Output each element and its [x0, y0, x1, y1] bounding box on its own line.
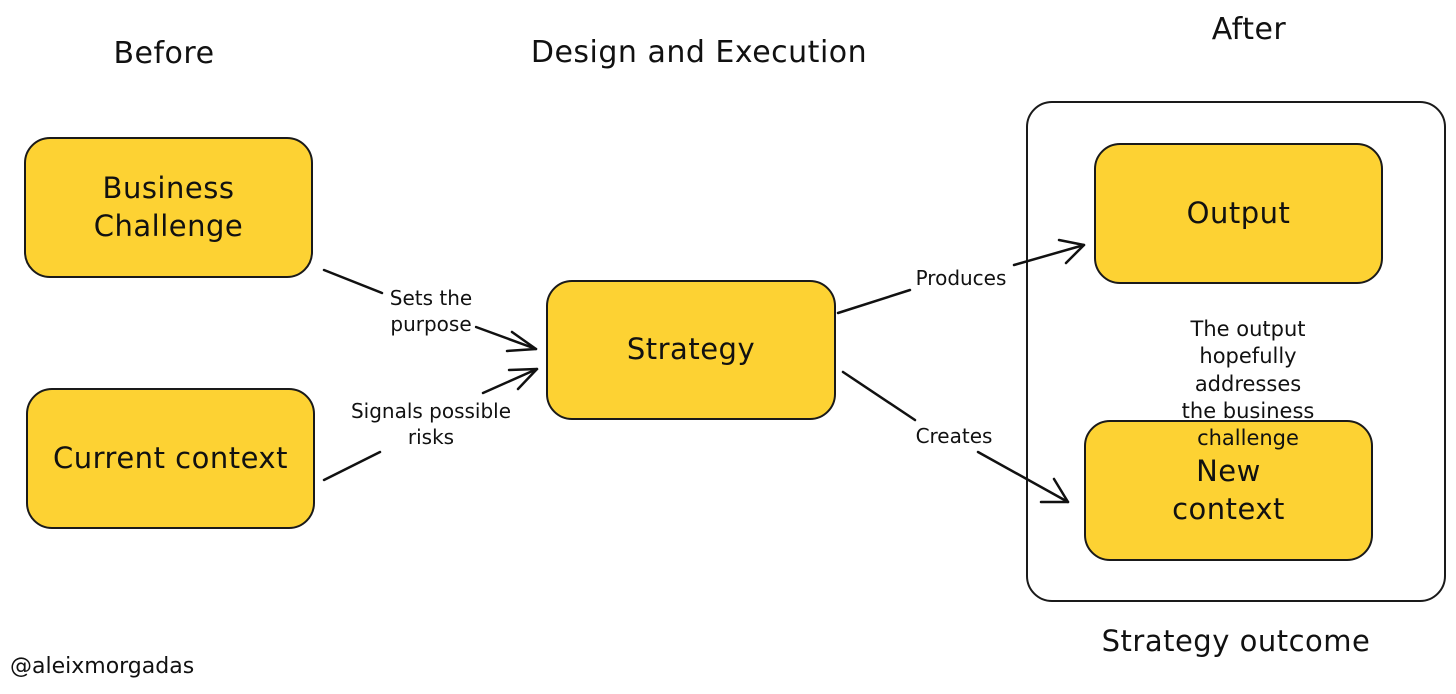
arrow-strategy-to-output-start — [836, 288, 912, 315]
signals-possible-risks-label: Signals possible risks — [347, 398, 515, 450]
arrow-business-to-strategy-start — [322, 268, 384, 295]
current-context-node: Current context — [26, 388, 315, 529]
arrow-context-to-strategy-start — [322, 450, 382, 482]
arrow-context-to-strategy-end — [481, 367, 539, 395]
output-node: Output — [1094, 143, 1383, 284]
design-execution-heading: Design and Execution — [530, 35, 868, 70]
author-credit: @aleixmorgadas — [10, 654, 195, 679]
new-context-node: New context — [1084, 420, 1373, 561]
outcome-note: The output hopefully addresses the busin… — [1181, 317, 1315, 451]
after-heading: After — [1211, 12, 1287, 47]
arrow-business-to-strategy-end — [474, 325, 538, 351]
arrow-business-to-strategy-head — [505, 330, 538, 353]
creates-label: Creates — [912, 423, 996, 449]
strategy-node: Strategy — [546, 280, 836, 420]
produces-label: Produces — [912, 265, 1010, 291]
business-challenge-node: Business Challenge — [24, 137, 313, 278]
arrow-strategy-to-newcontext-start — [841, 370, 917, 422]
arrow-strategy-to-output-head — [1057, 238, 1086, 265]
arrow-context-to-strategy-head — [507, 367, 539, 391]
sets-the-purpose-label: Sets the purpose — [386, 285, 476, 337]
arrow-strategy-to-output-end — [1012, 243, 1086, 267]
arrow-strategy-to-newcontext-end — [976, 450, 1070, 504]
strategy-outcome-caption: Strategy outcome — [1101, 624, 1371, 658]
arrow-strategy-to-newcontext-head — [1039, 477, 1070, 504]
before-heading: Before — [113, 36, 215, 71]
